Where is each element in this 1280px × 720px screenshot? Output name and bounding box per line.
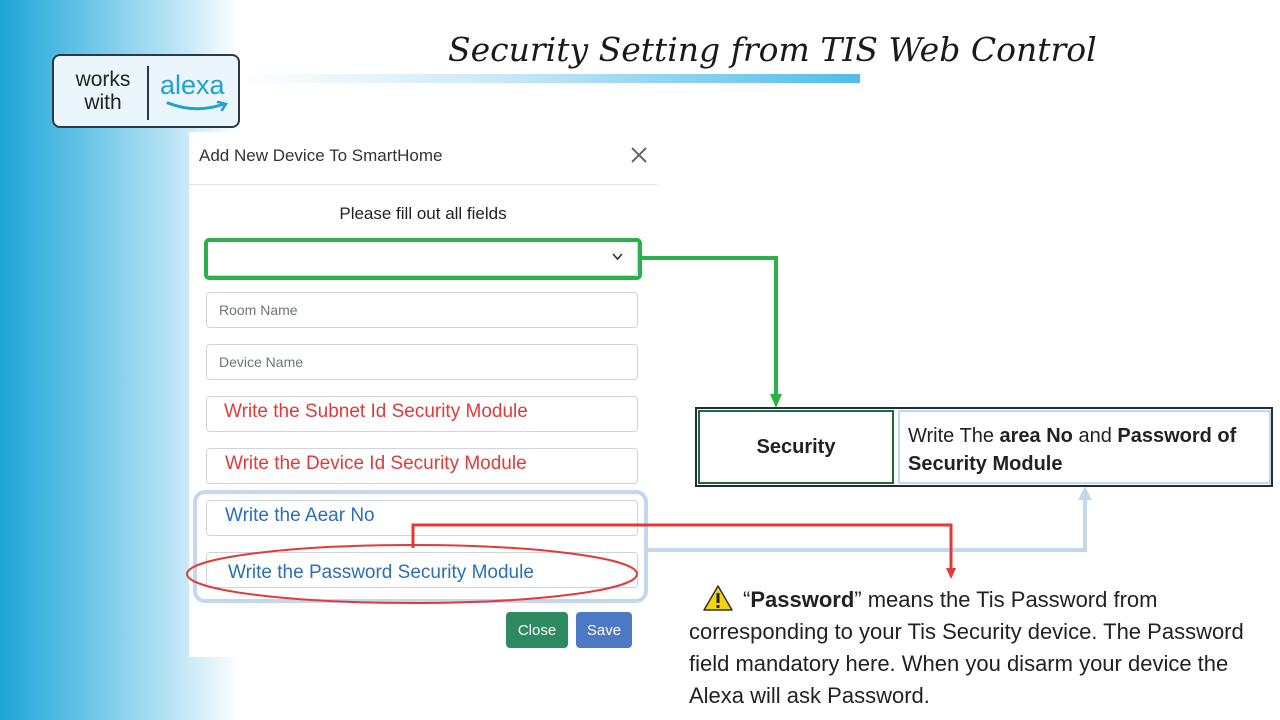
device-name-input[interactable] <box>207 345 637 379</box>
subnet-id-value: Write the Subnet Id Security Module <box>224 401 528 422</box>
password-red-ellipse <box>186 544 638 604</box>
badge-works-with: works with <box>75 68 131 114</box>
instruction-part-3: and <box>1072 425 1118 447</box>
dialog-header: Add New Device To SmartHome <box>189 132 657 185</box>
instruction-area-no: area No <box>999 425 1073 447</box>
security-label: Security <box>698 410 894 484</box>
password-value: Write the Password Security Module <box>228 562 534 583</box>
blue-connector-arrow <box>648 486 1092 552</box>
password-field[interactable]: Write the Password Security Module <box>206 552 638 588</box>
security-instruction: Write The area No and Password of Securi… <box>898 410 1271 484</box>
area-no-value: Write the Aear No <box>225 505 375 526</box>
room-name-field[interactable] <box>206 292 638 328</box>
area-password-highlight <box>193 490 648 603</box>
security-table: Security Write The area No and Password … <box>695 407 1273 487</box>
close-button[interactable]: Close <box>506 612 568 648</box>
dialog-subtitle: Please fill out all fields <box>339 204 507 223</box>
slide-title: Security Setting from TIS Web Control <box>448 30 1097 69</box>
warning-icon <box>703 585 733 611</box>
subnet-id-field[interactable]: Write the Subnet Id Security Module <box>206 396 638 432</box>
badge-divider <box>147 66 149 120</box>
badge-alexa: alexa <box>160 70 225 100</box>
chevron-down-icon <box>612 253 623 261</box>
close-icon[interactable] <box>629 145 649 165</box>
title-underline <box>240 74 860 83</box>
note-quote-open: “ <box>743 587 751 612</box>
select-highlight <box>204 238 642 280</box>
save-button[interactable]: Save <box>576 612 632 648</box>
password-note: “Password” means the Tis Password from c… <box>689 584 1249 712</box>
device-id-field[interactable]: Write the Device Id Security Module <box>206 448 638 484</box>
instruction-password: Password of Security Module <box>908 425 1237 475</box>
amazon-smile-icon <box>166 100 229 112</box>
device-name-field[interactable] <box>206 344 638 380</box>
add-device-dialog: Add New Device To SmartHome Please fill … <box>189 132 657 657</box>
area-no-field[interactable]: Write the Aear No <box>206 500 638 536</box>
room-name-input[interactable] <box>207 293 637 327</box>
dialog-title: Add New Device To SmartHome <box>199 146 443 165</box>
note-text: means the Tis Password from correspondin… <box>689 587 1244 708</box>
device-id-value: Write the Device Id Security Module <box>225 453 527 474</box>
red-connector-arrow <box>411 523 956 579</box>
instruction-part-1: Write The <box>908 425 1000 447</box>
note-bold-password: Password <box>750 587 855 612</box>
device-type-select[interactable] <box>206 240 638 276</box>
works-with-alexa-badge: works with alexa <box>52 54 240 128</box>
note-quote-close: ” <box>854 587 862 612</box>
green-connector-arrow <box>642 256 782 408</box>
